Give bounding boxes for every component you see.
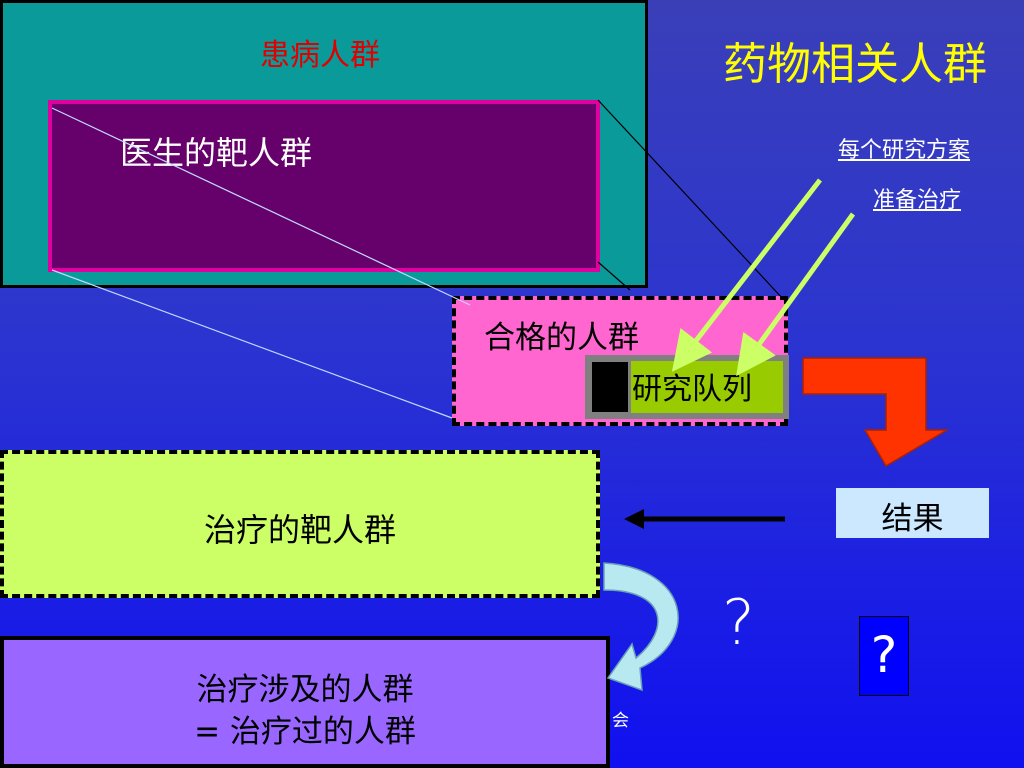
treatment-target-label: 治疗的靶人群: [203, 511, 396, 549]
qualified-population-label: 合格的人群: [484, 320, 639, 356]
connector-line-2: [51, 269, 453, 419]
patient-population-label: 患病人群: [260, 38, 380, 73]
question-box: [859, 616, 909, 696]
green-arrow-2: [736, 212, 856, 377]
black-arrow-head: [624, 509, 644, 529]
treated-population-label-line1: 治疗涉及的人群: [196, 672, 414, 708]
result-label: 结果: [881, 501, 944, 537]
question-mark-2: ?: [870, 626, 898, 684]
green-arrow-1: [671, 178, 822, 372]
result-box: [836, 488, 989, 538]
page-title: 药物相关人群: [723, 39, 987, 90]
link-protocol[interactable]: 每个研究方案: [838, 138, 971, 163]
treated-population-label-line2: = 治疗过的人群: [194, 714, 416, 750]
treated-population-box: [0, 636, 610, 768]
link-prepare-treatment[interactable]: 准备治疗: [873, 188, 962, 213]
connector-line-1: [51, 107, 471, 306]
study-cohort-label: 研究队列: [632, 372, 752, 407]
connector-line-4: [597, 261, 631, 291]
question-mark-1: ?: [722, 586, 755, 659]
fragment-text: 会: [612, 711, 629, 731]
connector-line-3: [597, 99, 785, 301]
red-bent-arrow: [802, 357, 950, 468]
treatment-target-box: [0, 450, 600, 598]
curved-arrow: [603, 562, 679, 692]
doctor-target-box: [48, 100, 600, 272]
black-marker: [592, 362, 628, 412]
doctor-target-label: 医生的靶人群: [120, 134, 313, 172]
